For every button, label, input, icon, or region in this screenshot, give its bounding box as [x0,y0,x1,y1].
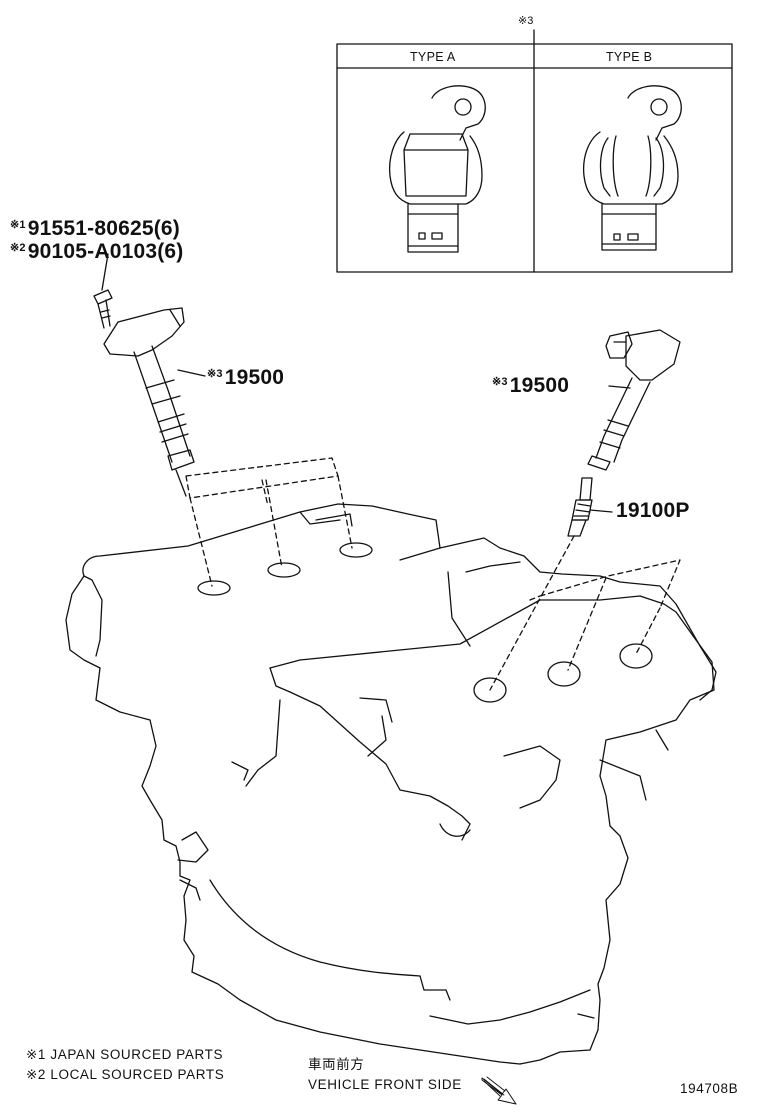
spark-plug-callout: 19100P [616,499,690,522]
spark-plug [568,478,612,536]
right-coil-callout: ※319500 [492,375,569,396]
bolt-2-mark: ※2 [10,242,26,254]
bolt-callout-1: ※191551-80625(6) [10,218,180,239]
vehicle-front-arrow [482,1077,516,1104]
note-local-sourced: ※2 LOCAL SOURCED PARTS [26,1067,225,1082]
bolt-callout-2: ※290105-A0103(6) [10,241,184,262]
diagram-id: 194708B [680,1081,739,1096]
inset-reference-mark: ※3 [518,15,534,27]
left-coil-callout: ※319500 [207,367,284,388]
right-coil-mark: ※3 [492,376,508,388]
guide-lines [186,458,680,690]
left-coil-mark: ※3 [207,368,223,380]
coil-type-inset [337,30,732,272]
right-coil-part-number: 19500 [509,374,570,397]
direction-label-japanese: 車両前方 [308,1057,365,1072]
bolt-1-part-number: 91551-80625(6) [27,217,181,240]
type-b-label: TYPE B [606,50,653,64]
engine-block-outline [66,504,716,1064]
right-ignition-coil [588,330,680,470]
type-a-coil-icon [390,86,486,252]
left-ignition-coil [94,254,205,496]
left-coil-part-number: 19500 [224,366,285,389]
direction-label-english: VEHICLE FRONT SIDE [308,1077,462,1092]
bolt-2-part-number: 90105-A0103(6) [27,240,184,263]
type-b-coil-icon [584,86,682,250]
type-a-label: TYPE A [410,50,456,64]
note-japan-sourced: ※1 JAPAN SOURCED PARTS [26,1047,224,1062]
bolt-1-mark: ※1 [10,219,26,231]
